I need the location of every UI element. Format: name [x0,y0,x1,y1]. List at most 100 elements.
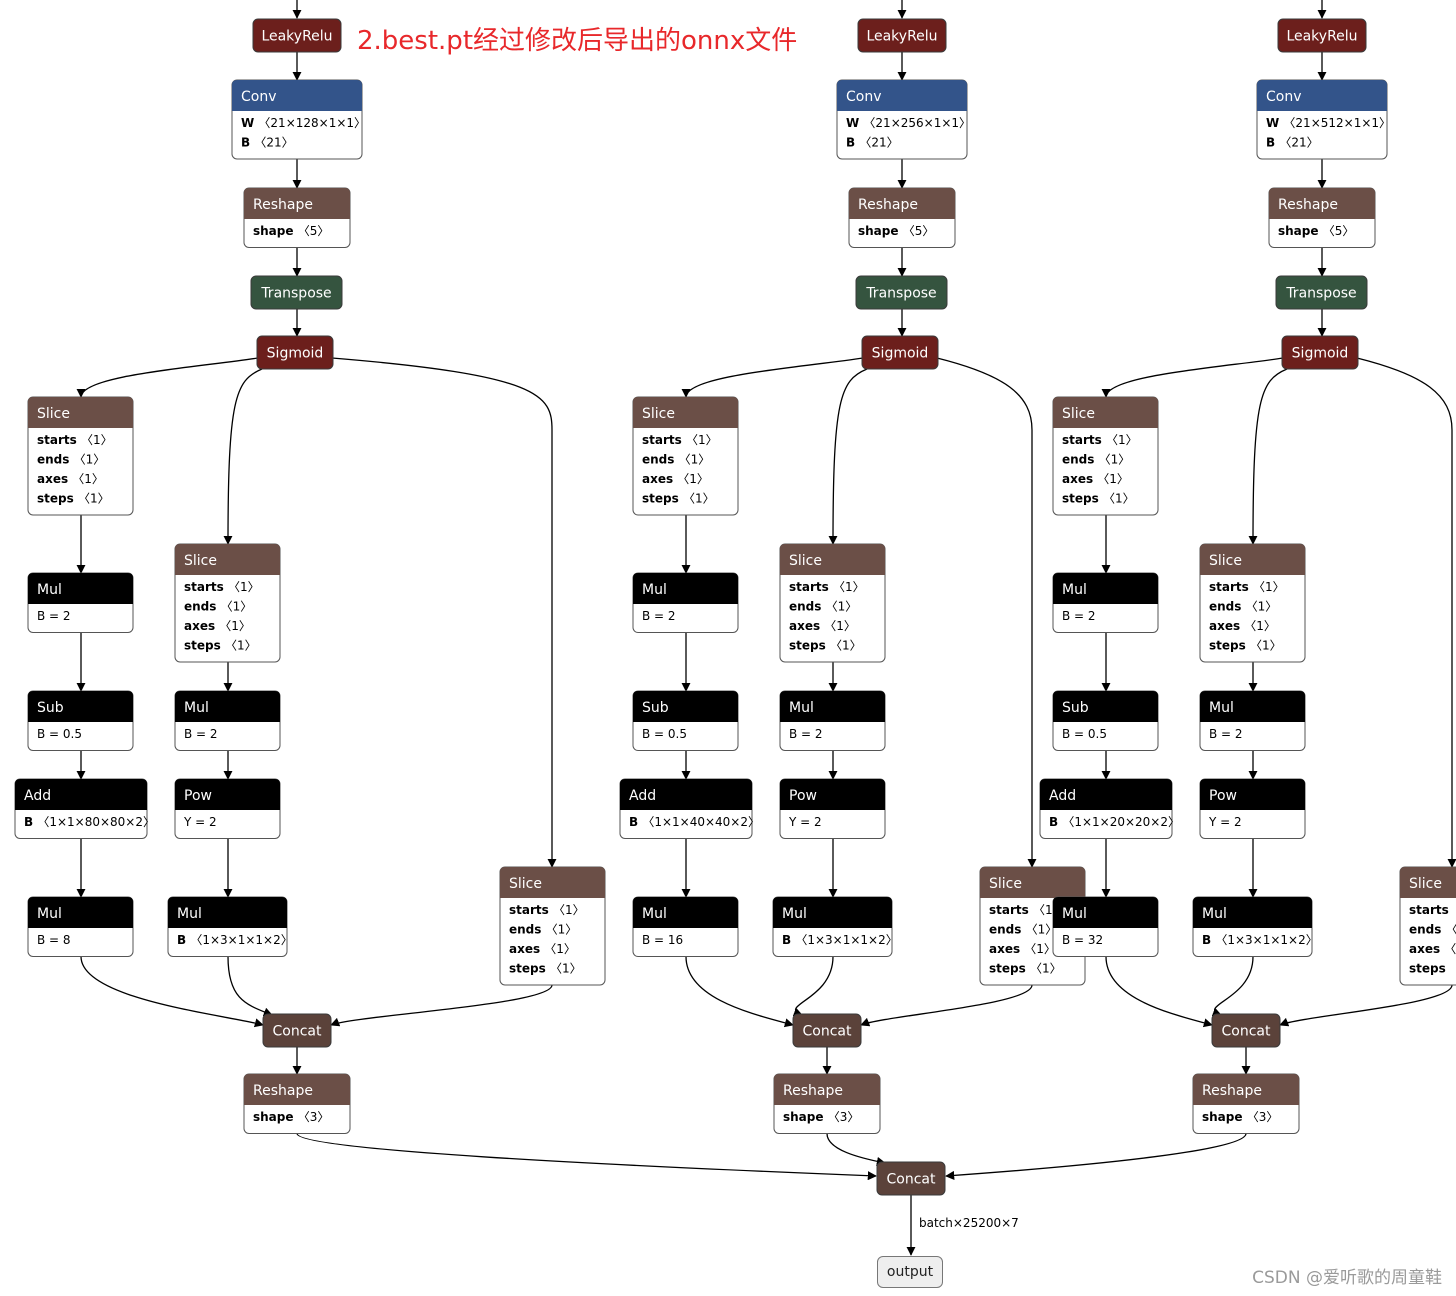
graph-edge [1101,357,1284,398]
branch-3-sigmoid-node-box [1281,335,1359,370]
graph-edge [76,357,259,398]
branch-2-transpose-node[interactable]: Transpose [855,275,948,310]
branch-1-slice-3-node-attr: steps 〈1〉 [509,962,582,976]
branch-1-mul-1-node-title: Mul [37,582,62,598]
branch-3-leakyrelu-node[interactable]: LeakyRelu [1277,18,1367,53]
branch-3-mul-2-node-title: Mul [1062,906,1087,922]
branch-1-transpose-node[interactable]: Transpose [250,275,343,310]
branch-2-reshape-node-title: Reshape [858,197,918,213]
branch-3-slice-3-node-attr: axes 〈1〉 [1409,942,1456,956]
branch-1-sigmoid-node-box [256,335,334,370]
annotation-text: 2.best.pt经过修改后导出的onnx文件 [357,26,798,56]
branch-3-slice-3-node-attr: ends 〈1〉 [1409,923,1456,937]
branch-2-leakyrelu-node-title: LeakyRelu [866,29,937,45]
branch-3-conv-node-attr: B 〈21〉 [1266,136,1319,150]
branch-1-add-node-attr: B 〈1×1×80×80×2〉 [24,815,155,829]
branch-1-sub-node-attr: B = 0.5 [37,727,82,741]
branch-2-slice-3-node-attr: steps 〈1〉 [989,962,1062,976]
branch-2-slice-2-node-title: Slice [789,553,822,569]
branch-3-slice-3-node-attr: starts 〈1〉 [1409,903,1456,917]
branch-3-concat-node-box [1211,1013,1281,1048]
graph-edge [792,956,834,1017]
branch-1-conv-node-attr: W 〈21×128×1×1〉 [241,116,366,130]
branch-1-sigmoid-node[interactable]: Sigmoid [256,335,334,370]
branch-2-sigmoid-node-title: Sigmoid [872,346,929,362]
final-concat-node[interactable]: Concat [876,1161,946,1196]
branch-2-slice-3-node-header [980,867,1085,898]
branch-1-mul-4-node-header [168,897,287,928]
branch-3-transpose-node-title: Transpose [1285,286,1356,302]
branch-2-slice-1-node-attr: ends 〈1〉 [642,453,710,467]
branch-3-mul-4-node-header [1193,897,1312,928]
output-edge-label: batch×25200×7 [919,1216,1019,1230]
branch-3-sub-node-header [1053,691,1158,722]
output-node[interactable]: output [877,1256,943,1288]
branch-1-slice-1-node-attr: ends 〈1〉 [37,453,105,467]
branch-1-slice-1-node-title: Slice [37,406,70,422]
branch-2-sigmoid-node[interactable]: Sigmoid [861,335,939,370]
branch-3-transpose-node[interactable]: Transpose [1275,275,1368,310]
branch-3-conv-node-attr: W 〈21×512×1×1〉 [1266,116,1391,130]
branch-1-pow-node-header [175,779,280,810]
branch-2-concat-node-title: Concat [803,1024,852,1040]
branch-2-leakyrelu-node[interactable]: LeakyRelu [857,18,947,53]
branch-2-concat-node-box [792,1013,862,1048]
branch-2-slice-3-node-attr: ends 〈1〉 [989,923,1057,937]
branch-3-concat-node[interactable]: Concat [1211,1013,1281,1048]
branch-3-slice-3-node-title: Slice [1409,876,1442,892]
branch-1-slice-2-node-header [175,544,280,575]
branch-2-conv-node-attr: B 〈21〉 [846,136,899,150]
branch-2-pow-node-attr: Y = 2 [788,815,822,829]
branch-2-concat-node[interactable]: Concat [792,1013,862,1048]
branch-1-leakyrelu-node[interactable]: LeakyRelu [252,18,342,53]
branch-3-sigmoid-node[interactable]: Sigmoid [1281,335,1359,370]
graph-edge [1356,357,1456,868]
branch-2-slice-2-node-attr: ends 〈1〉 [789,600,857,614]
branch-1-conv-node-header [232,80,362,111]
branch-1-pow-node-title: Pow [184,788,212,804]
branch-1-mul-4-node-attr: B 〈1×3×1×1×2〉 [177,933,293,947]
branch-2-sub-node-header [633,691,738,722]
branch-3-slice-2-node-attr: ends 〈1〉 [1209,600,1277,614]
branch-1-concat-node[interactable]: Concat [262,1013,332,1048]
